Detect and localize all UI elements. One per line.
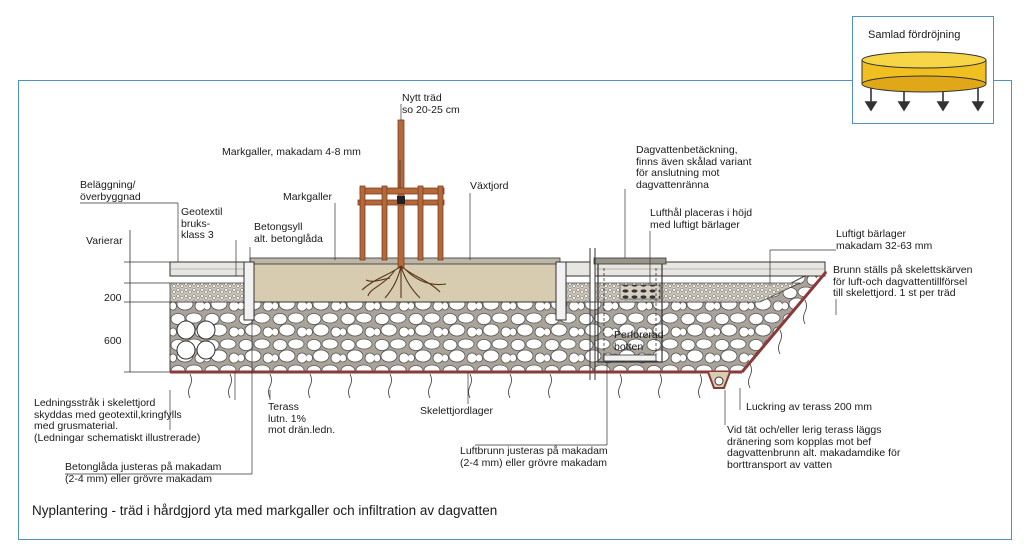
label-grate-macadam: Markgaller, makadam 4-8 mm bbox=[222, 146, 361, 158]
label-growth-soil: Växtjord bbox=[470, 180, 509, 192]
cable-pipes bbox=[176, 320, 216, 360]
label-varies: Varierar bbox=[86, 235, 123, 247]
label-geotextile: Geotextil bruks- klass 3 bbox=[181, 206, 223, 241]
label-drainage: Vid tät och/eller lerig terass läggs drä… bbox=[727, 424, 901, 471]
label-cable-route: Ledningsstråk i skelettjord skyddas med … bbox=[34, 397, 201, 444]
dimension-lines bbox=[124, 230, 170, 373]
label-pavement: Beläggning/ överbyggnad bbox=[80, 179, 141, 203]
diagram-frame bbox=[18, 80, 1012, 540]
label-tree: Nytt träd so 20-25 cm bbox=[402, 92, 460, 116]
label-concrete-box: Betonglåda justeras på makadam (2-4 mm) … bbox=[65, 461, 222, 485]
label-dim-600: 600 bbox=[104, 335, 122, 347]
growth-soil bbox=[249, 261, 561, 303]
label-terrace: Terass lutn. 1% mot drän.ledn. bbox=[268, 401, 336, 436]
label-skeleton-layer: Skelettjordlager bbox=[420, 405, 493, 417]
label-air-layer: Luftigt bärlager makadam 32-63 mm bbox=[836, 228, 933, 252]
leader-lines bbox=[65, 104, 837, 475]
label-concrete-sill: Betongsyll alt. betonglåda bbox=[254, 221, 323, 245]
label-air-hole: Lufthål placeras i höjd med luftigt bärl… bbox=[650, 207, 753, 231]
label-storm-cover: Dagvattenbetäckning, finns även skålad v… bbox=[636, 144, 752, 191]
air-well bbox=[593, 257, 667, 363]
label-dim-200: 200 bbox=[104, 292, 122, 304]
label-air-well: Luftbrunn justeras på makadam (2-4 mm) e… bbox=[460, 445, 608, 469]
air-holes bbox=[619, 284, 661, 300]
label-well-note: Brunn ställs på skelettskärven för luft-… bbox=[833, 264, 973, 299]
tree bbox=[357, 119, 447, 299]
tree-grate bbox=[249, 257, 561, 265]
label-perforated: Perforerad botten bbox=[614, 329, 664, 353]
legend-cylinder bbox=[861, 51, 987, 112]
legend-title: Samlad fördröjning bbox=[868, 29, 961, 41]
label-grate: Markgaller bbox=[283, 191, 333, 203]
label-loosening: Luckring av terass 200 mm bbox=[746, 401, 873, 413]
loosening-marks bbox=[188, 299, 807, 399]
diagram-caption: Nyplantering - träd i hårdgjord yta med … bbox=[32, 503, 498, 518]
